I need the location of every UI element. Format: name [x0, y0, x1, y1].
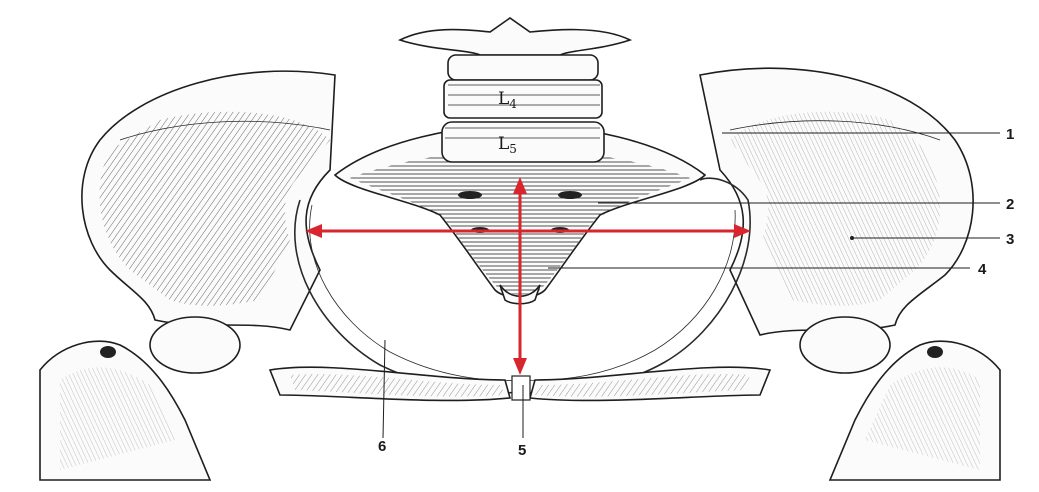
- callout-1: 1: [1006, 126, 1014, 143]
- right-femur: [800, 317, 1000, 480]
- callout-4: 4: [978, 261, 987, 278]
- left-ilium: [82, 71, 335, 330]
- right-ilium: [700, 68, 973, 335]
- callout-5: 5: [518, 442, 526, 459]
- callout-6: 6: [378, 438, 386, 455]
- callout-2: 2: [1006, 196, 1014, 213]
- left-femur: [40, 317, 240, 480]
- callout-3: 3: [1006, 231, 1014, 248]
